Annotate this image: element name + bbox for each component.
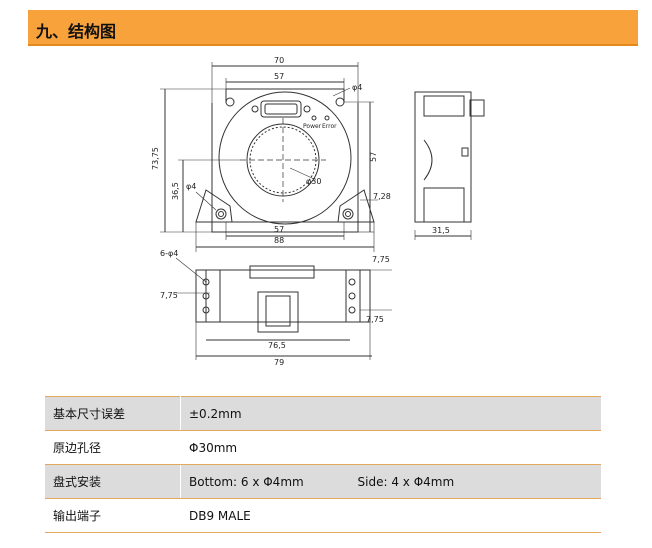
dim-57-right: 57 bbox=[369, 152, 378, 162]
bottom-view bbox=[175, 257, 392, 360]
spec-key: 盘式安装 bbox=[45, 464, 181, 499]
dim-phi4-left: φ4 bbox=[186, 182, 196, 191]
structure-drawing: 70 57 φ4 Power Error 73,75 36,5 φ4 φ30 5… bbox=[151, 56, 485, 367]
dim-57-top: 57 bbox=[274, 72, 284, 81]
spec-value: DB9 MALE bbox=[180, 498, 601, 533]
dim-88: 88 bbox=[274, 236, 284, 245]
spec-row: 原边孔径 Φ30mm bbox=[45, 430, 601, 465]
dim-7-75-right-top: 7,75 bbox=[372, 255, 390, 264]
spec-row: 盘式安装 Bottom: 6 x Φ4mm Side: 4 x Φ4mm bbox=[45, 464, 601, 499]
spec-value-cell: Bottom: 6 x Φ4mm Side: 4 x Φ4mm bbox=[180, 464, 601, 499]
spec-value-side: Side: 4 x Φ4mm bbox=[357, 474, 455, 489]
dim-73-75: 73,75 bbox=[151, 147, 160, 170]
spec-key: 原边孔径 bbox=[45, 430, 181, 465]
dim-70: 70 bbox=[274, 56, 284, 65]
spec-key: 基本尺寸误差 bbox=[45, 396, 181, 431]
dim-57-bottom: 57 bbox=[274, 225, 284, 234]
dim-7-28: 7,28 bbox=[373, 192, 391, 201]
spec-table: 基本尺寸误差 ±0.2mm 原边孔径 Φ30mm 盘式安装 Bottom: 6 … bbox=[45, 396, 601, 533]
spec-row: 输出端子 DB9 MALE bbox=[45, 498, 601, 533]
section-header: 九、结构图 bbox=[28, 10, 638, 46]
dim-76-5: 76,5 bbox=[268, 341, 286, 350]
side-view bbox=[414, 91, 485, 240]
front-view bbox=[160, 62, 378, 252]
section-title: 九、结构图 bbox=[36, 22, 117, 41]
dim-6-phi4: 6-φ4 bbox=[160, 249, 178, 258]
spec-value: Φ30mm bbox=[180, 430, 601, 465]
label-error: Error bbox=[322, 123, 337, 130]
dim-7-75-left: 7,75 bbox=[160, 291, 178, 300]
spec-row: 基本尺寸误差 ±0.2mm bbox=[45, 396, 601, 431]
dim-phi30: φ30 bbox=[306, 177, 321, 186]
spec-value: ±0.2mm bbox=[180, 396, 601, 431]
dim-79: 79 bbox=[274, 358, 284, 367]
spec-key: 输出端子 bbox=[45, 498, 181, 533]
label-power: Power bbox=[303, 123, 322, 130]
spec-value: Bottom: 6 x Φ4mm bbox=[189, 474, 304, 489]
dim-31-5: 31,5 bbox=[432, 226, 450, 235]
dim-phi4-top: φ4 bbox=[352, 83, 362, 92]
dim-7-75-right-bottom: 7,75 bbox=[366, 315, 384, 324]
dim-36-5: 36,5 bbox=[171, 182, 180, 200]
